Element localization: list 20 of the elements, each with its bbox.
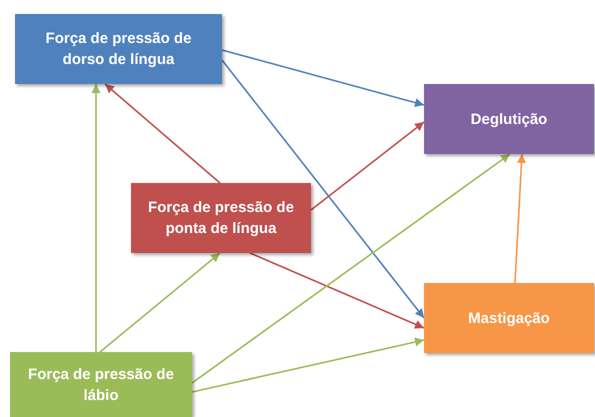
box-label: Força de pressão de lábio (27, 364, 175, 406)
arrow (192, 338, 424, 393)
arrow (192, 153, 510, 384)
process-box (131, 183, 311, 253)
arrow (221, 60, 425, 318)
process-box (15, 14, 222, 84)
arrow (514, 154, 526, 284)
box-label: Força de pressão de dorso de língua (44, 29, 192, 70)
arrow (250, 252, 424, 329)
box-label: Força de pressão de ponta de língua (147, 198, 295, 239)
arrow (100, 252, 220, 353)
arrow (222, 49, 424, 107)
process-box (10, 352, 192, 417)
arrow (104, 83, 221, 184)
process-box (424, 84, 594, 154)
process-box (424, 283, 594, 353)
arrow (92, 84, 100, 352)
arrow (310, 121, 424, 211)
box-label: Mastigação (468, 308, 550, 328)
box-label: Deglutição (470, 110, 548, 130)
